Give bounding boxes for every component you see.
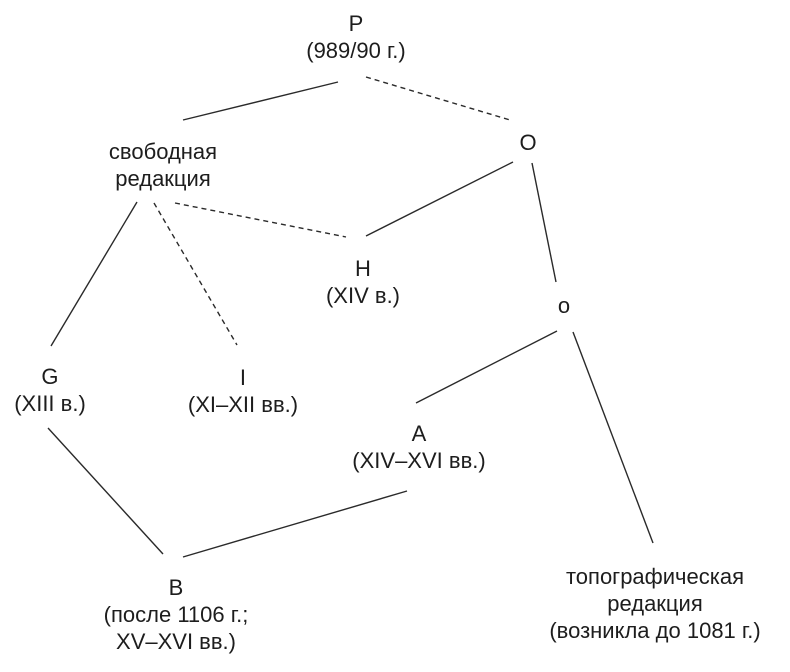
edge-g-to-b [47, 427, 164, 555]
node-H: H (XIV в.) [326, 255, 400, 309]
edge-p-to-free-redaction [182, 81, 339, 121]
edge-p-to-o-upper [365, 76, 511, 121]
node-I-sigla: I [239, 365, 247, 390]
node-P: P (989/90 г.) [306, 10, 406, 64]
edge-free-redaction-to-i [153, 202, 238, 346]
node-topographic-redaction: топографическая редакция (возникла до 10… [549, 563, 760, 644]
node-O-upper: O [519, 129, 536, 156]
topographic-line2: редакция [607, 591, 703, 616]
node-A-sigla: A [411, 421, 427, 446]
node-H-sigla: H [355, 256, 371, 281]
node-I: I (XI–XII вв.) [188, 364, 298, 418]
node-o-lower: o [558, 292, 570, 319]
node-P-sigla: P [348, 11, 364, 36]
node-I-date: (XI–XII вв.) [187, 392, 299, 417]
node-A-date: (XIV–XVI вв.) [352, 448, 486, 473]
node-B-date-line1: (после 1106 г.; [103, 602, 249, 627]
node-B-sigla: B [168, 575, 184, 600]
edge-o-upper-to-o-lower [531, 162, 557, 283]
node-A: A (XIV–XVI вв.) [352, 420, 485, 474]
topographic-line1: топографическая [565, 564, 745, 589]
node-free-redaction: свободная редакция [109, 138, 217, 192]
edge-o-lower-to-topographic [572, 331, 654, 544]
topographic-line3: (возникла до 1081 г.) [549, 618, 761, 643]
node-O-upper-sigla: O [519, 130, 537, 155]
edge-free-redaction-to-g [50, 201, 138, 347]
node-P-date: (989/90 г.) [306, 38, 406, 63]
edge-b-to-a [182, 490, 408, 558]
free-redaction-line2: редакция [115, 166, 211, 191]
node-G-date: (XIII в.) [14, 391, 86, 416]
node-G-sigla: G [41, 364, 59, 389]
node-G: G (XIII в.) [14, 363, 86, 417]
node-H-date: (XIV в.) [325, 283, 401, 308]
node-o-lower-sigla: o [557, 293, 571, 318]
edge-free-redaction-to-h [174, 202, 347, 238]
edge-o-upper-to-h [365, 161, 514, 237]
free-redaction-line1: свободная [108, 139, 218, 164]
node-B: B (после 1106 г.; XV–XVI вв.) [104, 574, 249, 655]
node-B-date-line2: XV–XVI вв.) [116, 629, 236, 654]
edge-o-lower-to-a [415, 330, 558, 404]
